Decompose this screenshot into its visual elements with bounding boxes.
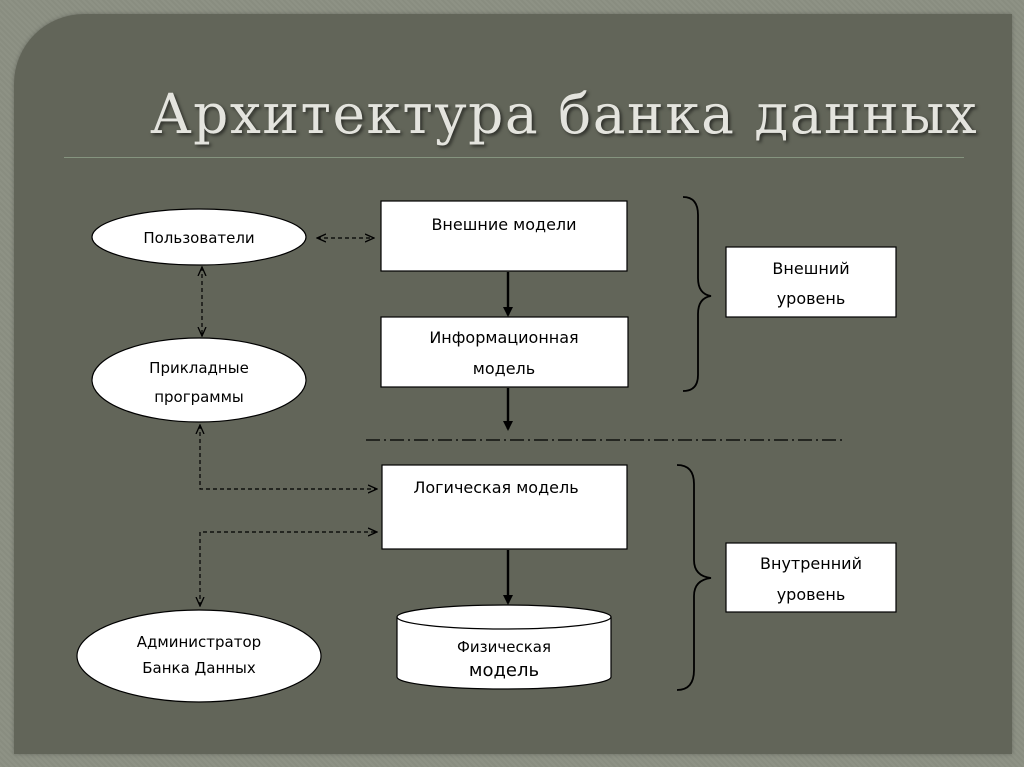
admin-node: Администратор Банка Данных xyxy=(76,609,322,703)
outer-level-label-line2: уровень xyxy=(777,289,846,308)
admin-label-line2: Банка Данных xyxy=(142,659,256,677)
inner-level-brace xyxy=(676,464,712,691)
admin-ellipse xyxy=(76,609,322,703)
physical-model-label-line2: модель xyxy=(469,660,539,681)
logical-model-label: Логическая модель xyxy=(413,478,578,497)
slide-title: Архитектура банка данных xyxy=(150,82,979,146)
physical-model-label-line1: Физическая xyxy=(457,638,551,656)
external-models-label: Внешние модели xyxy=(431,215,576,234)
admin-label-line1: Администратор xyxy=(137,633,261,651)
outer-level-box xyxy=(725,246,897,318)
external-models-node: Внешние модели xyxy=(380,200,628,272)
inner-level-label-line2: уровень xyxy=(777,585,846,604)
inner-level-node: Внутренний уровень xyxy=(725,542,897,613)
info-model-node: Информационная модель xyxy=(380,316,629,388)
physical-model-cylinder xyxy=(396,617,612,690)
users-node: Пользователи xyxy=(91,208,307,266)
logical-model-box xyxy=(381,464,628,550)
logical-model-node: Логическая модель xyxy=(381,464,628,550)
applications-node: Прикладные программы xyxy=(91,337,307,423)
physical-model-cylinder-top xyxy=(396,604,612,630)
external-models-box xyxy=(380,200,628,272)
info-model-label-line1: Информационная xyxy=(429,328,578,347)
info-model-label-line2: модель xyxy=(473,359,535,378)
inner-level-box xyxy=(725,542,897,613)
arrow-applications-logical xyxy=(200,425,377,489)
applications-label-line1: Прикладные xyxy=(149,359,249,377)
applications-label-line2: программы xyxy=(154,388,244,406)
outer-level-brace xyxy=(682,196,712,392)
users-label: Пользователи xyxy=(143,229,254,247)
applications-ellipse xyxy=(91,337,307,423)
physical-model-node: Физическая модель xyxy=(396,604,612,690)
users-ellipse xyxy=(91,208,307,266)
outer-level-label-line1: Внешний xyxy=(772,259,849,278)
inner-level-label-line1: Внутренний xyxy=(760,554,862,573)
arrow-admin-logical xyxy=(200,532,377,606)
outer-level-node: Внешний уровень xyxy=(725,246,897,318)
title-underline xyxy=(64,157,964,158)
info-model-box xyxy=(380,316,629,388)
